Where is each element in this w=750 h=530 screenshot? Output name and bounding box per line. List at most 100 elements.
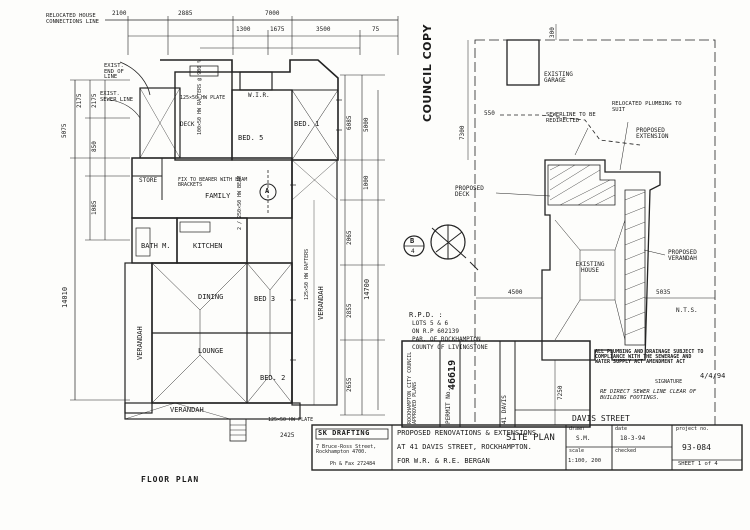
site-label-garage: EXISTING GARAGE — [544, 71, 573, 84]
approval-name: 41 DAVIS — [501, 395, 508, 424]
rpd-parish: PAR. OF ROCKHAMPTON — [412, 336, 481, 343]
room-label-verandah-right: VERANDAH — [317, 286, 325, 320]
dim-right: 2655 — [346, 377, 353, 392]
site-label-house: EXISTING HOUSE — [575, 261, 605, 274]
room-label-bed3: BED 3 — [254, 295, 276, 303]
project-client: FOR W.R. & R.E. BERGAN — [397, 457, 490, 465]
dim-top: 1675 — [270, 26, 285, 33]
permit-number: 46619 — [447, 359, 458, 390]
room-label-bed5: BED. 5 — [238, 134, 264, 142]
scale-label: scale — [569, 448, 585, 454]
room-label-deck: DECK — [180, 121, 195, 128]
note-exist-sewer: EXIST. SEWER LINE — [100, 91, 134, 103]
room-label-verandah-left: VERANDAH — [136, 326, 144, 360]
site-dim: 4500 — [508, 289, 523, 296]
site-dim: 7300 — [459, 125, 466, 140]
dim-left: 5075 — [61, 123, 68, 138]
room-label-family: FAMILY — [205, 192, 231, 200]
section-marker-b-top: B — [410, 237, 415, 245]
dim-right: 1000 — [363, 175, 370, 190]
site-plan-drawing — [467, 24, 716, 426]
note-rafters-verandah: 125×50 HW RAFTERS — [304, 248, 310, 300]
rpd-county: COUNTY OF LIVINGSTONE — [412, 344, 488, 351]
room-label-store: STORE — [139, 177, 158, 184]
site-dim: 550 — [484, 110, 495, 117]
room-label-verandah-bottom: VERANDAH — [170, 406, 204, 414]
date-label: date — [615, 426, 628, 432]
firm-address: 7 Bruce-Ross Street, Rockhampton 4700. — [316, 444, 377, 455]
dim-left: 850 — [91, 141, 98, 152]
rpd-rp: ON R.P 602139 — [412, 328, 459, 335]
firm-phone: Ph & Fax 272484 — [330, 461, 376, 467]
date-signed: 4/4/94 — [700, 372, 726, 380]
redirect-sewer-note: RE DIRECT SEWER LINE CLEAR OF BUILDING F… — [600, 389, 697, 401]
dim-top: 75 — [372, 26, 380, 33]
section-marker-b — [403, 235, 425, 257]
floor-plan-title: FLOOR PLAN — [141, 475, 200, 484]
note-plate: 125×50 HW PLATE — [180, 95, 226, 101]
dim-right: 2065 — [346, 230, 353, 245]
dim-right: 6085 — [346, 115, 353, 130]
dim-left: 1085 — [91, 200, 98, 215]
dim-left: 2175 — [76, 93, 83, 108]
council-stamp-box — [401, 340, 591, 428]
site-label-extension: PROPOSED EXTENSION — [636, 127, 669, 140]
project-address: AT 41 DAVIS STREET, ROCKHAMPTON. — [397, 443, 532, 451]
note-exist-end: EXIST. END OF LINE — [104, 63, 124, 80]
site-label-verandah: PROPOSED VERANDAH — [668, 249, 697, 262]
dim-bottom: 2425 — [280, 432, 295, 439]
site-label-nts: N.T.S. — [676, 307, 698, 314]
dim-top: 3500 — [316, 26, 331, 33]
dim-top: 2885 — [178, 10, 193, 17]
note-relocated-line: RELOCATED HOUSE CONNECTIONS LINE — [46, 13, 99, 25]
site-label-sewerline: SEWERLINE TO BE REDIRECTED — [546, 112, 596, 124]
dim-left: 14010 — [61, 286, 69, 308]
room-label-dining: DINING — [198, 293, 224, 301]
room-label-bed2: BED. 2 — [260, 374, 286, 382]
signature-label: SIGNATURE — [655, 379, 683, 385]
room-label-lounge: LOUNGE — [198, 347, 224, 355]
project-no: 93-084 — [682, 443, 711, 452]
rpd-label: R.P.D. : — [409, 311, 443, 319]
room-label-bed1: BED. 1 — [294, 120, 320, 128]
project-title: PROPOSED RENOVATIONS & EXTENSIONS — [397, 429, 537, 437]
title-block — [311, 424, 743, 471]
room-label-kitchen: KITCHEN — [193, 242, 223, 250]
site-label-deck: PROPOSED DECK — [455, 185, 484, 198]
dim-right: 2855 — [346, 303, 353, 318]
site-dim: 7250 — [557, 385, 564, 400]
dim-right: 5000 — [363, 117, 370, 132]
scale-value: 1:100, 200 — [568, 458, 602, 464]
checked-label: checked — [615, 448, 637, 454]
north-arrow-icon — [430, 224, 479, 271]
site-plan-title: SITE PLAN — [506, 433, 555, 443]
drawn-value: S.M. — [576, 435, 591, 442]
room-label-bath: BATH M. — [141, 242, 171, 250]
sheet-number: SHEET 1 of 4 — [678, 461, 718, 467]
council-copy-stamp: COUNCIL COPY — [421, 23, 434, 122]
dim-left: 2175 — [91, 93, 98, 108]
date-value: 18-3-94 — [620, 435, 646, 442]
floor-plan-drawing — [70, 16, 399, 442]
note-verandah-plate: 125×50 HW PLATE — [268, 417, 314, 423]
site-dim: 300 — [549, 27, 556, 38]
plumbing-approval-text: ALL PLUMBING AND DRAINAGE SUBJECT TO COM… — [595, 349, 704, 365]
dim-top: 2100 — [112, 10, 127, 17]
site-dim: 5035 — [656, 289, 671, 296]
dim-right: 14700 — [363, 278, 371, 300]
permit-label: PERMIT No. — [445, 387, 452, 424]
firm-name: SK DRAFTING — [318, 429, 370, 437]
note-beam-brackets: FIX TO BEARER WITH BEAM BRACKETS — [178, 177, 248, 188]
project-no-label: project no. — [676, 426, 710, 432]
section-marker-a-label: A — [265, 187, 270, 195]
rpd-lots: LOTS 5 & 6 — [412, 320, 449, 327]
room-label-wir: W.I.R. — [248, 92, 270, 99]
stamp-title: ROCKHAMPTON CITY COUNCIL APPROVED PLANS — [407, 351, 418, 424]
site-label-relocated-plumbing: RELOCATED PLUMBING TO SUIT — [612, 101, 682, 113]
section-marker-b-bottom: 4 — [411, 248, 415, 255]
dim-top: 1300 — [236, 26, 251, 33]
drawn-label: drawn — [569, 426, 585, 432]
site-label-street: DAVIS STREET — [572, 414, 630, 423]
dim-top: 7000 — [265, 10, 280, 17]
